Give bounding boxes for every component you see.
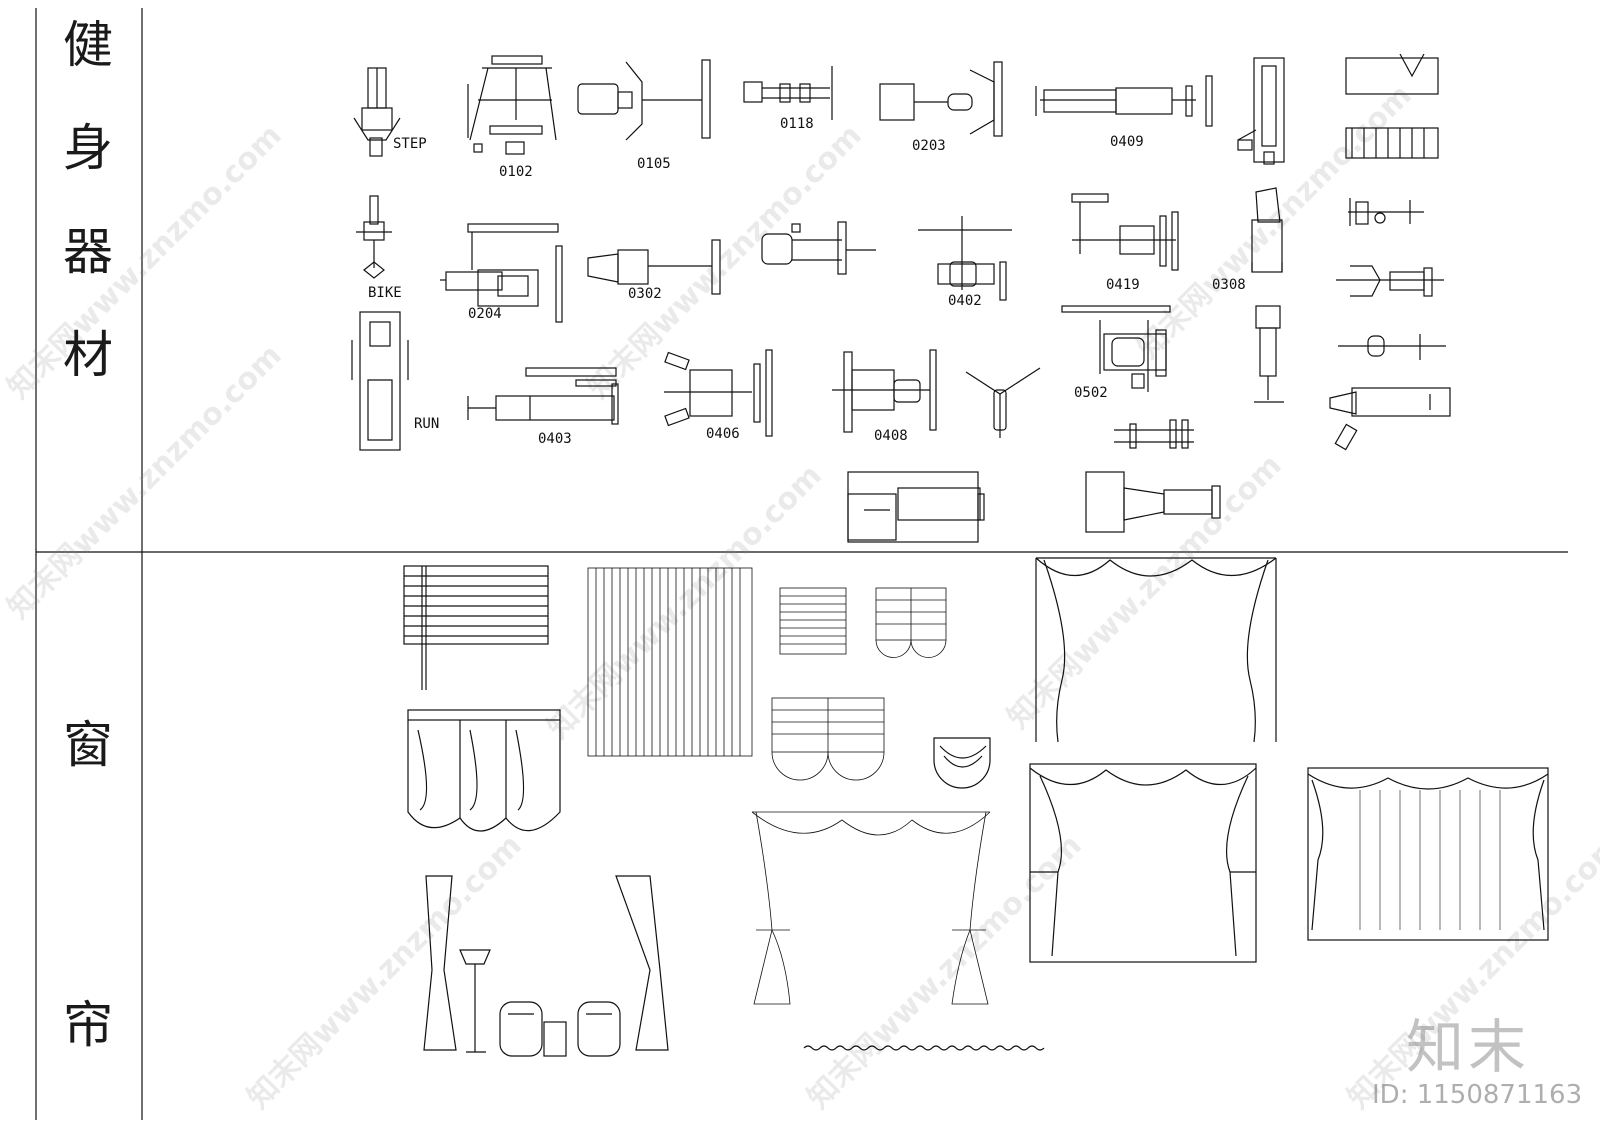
drapes-with-lounge-set bbox=[423, 875, 669, 1057]
swag-valance-small bbox=[933, 737, 991, 789]
svg-text:知末网www.znzmo.com: 知末网www.znzmo.com bbox=[241, 828, 529, 1116]
label-0102: 0102 bbox=[499, 164, 533, 180]
label-0204: 0204 bbox=[468, 306, 502, 322]
equipment-0409 bbox=[1035, 75, 1213, 127]
equipment-0102 bbox=[467, 55, 557, 155]
valance-with-vertical-blind bbox=[1307, 767, 1549, 941]
svg-text:知末网www.znzmo.com: 知末网www.znzmo.com bbox=[581, 118, 869, 406]
austrian-curtain bbox=[407, 709, 561, 832]
label-char: 材 bbox=[63, 325, 113, 384]
fitness-equipment: STEP 0102 0105 bbox=[351, 53, 1451, 543]
equipment-y-frame bbox=[965, 367, 1041, 438]
section-label-fitness: 健 身 器 材 bbox=[48, 20, 128, 380]
label-run: RUN bbox=[414, 416, 439, 432]
leg-press-plan bbox=[1085, 471, 1221, 533]
equipment-seat bbox=[761, 221, 876, 275]
bike-symbol bbox=[356, 195, 392, 279]
section-label-curtain: 窗 帘 bbox=[48, 720, 128, 1050]
label-0402: 0402 bbox=[948, 293, 982, 309]
label-0302: 0302 bbox=[628, 286, 662, 302]
bike-top-view bbox=[1348, 198, 1424, 226]
label-0308: 0308 bbox=[1212, 277, 1246, 293]
label-0408: 0408 bbox=[874, 428, 908, 444]
theatre-curtain-top bbox=[1035, 557, 1277, 743]
label-char: 窗 bbox=[63, 716, 113, 774]
recumbent-top-view bbox=[1329, 387, 1451, 451]
equipment-0302 bbox=[587, 239, 721, 295]
label-step: STEP bbox=[393, 136, 427, 152]
treadmill-top bbox=[1345, 53, 1439, 159]
curtains bbox=[403, 557, 1549, 1057]
label-char: 器 bbox=[63, 222, 113, 281]
equipment-0118 bbox=[743, 66, 833, 120]
stepper-symbol bbox=[353, 67, 401, 157]
equipment-0402 bbox=[918, 216, 1012, 301]
equipment-0408 bbox=[832, 349, 937, 433]
watermarks: 知末网www.znzmo.com 知末网www.znzmo.com 知末网www… bbox=[1, 78, 1600, 1116]
label-0105: 0105 bbox=[637, 156, 671, 172]
equipment-0203 bbox=[879, 61, 1003, 137]
equipment-0419 bbox=[1071, 193, 1179, 271]
label-0419: 0419 bbox=[1106, 277, 1140, 293]
vertical-blind bbox=[587, 567, 753, 757]
label-bike: BIKE bbox=[368, 285, 402, 301]
equipment-0105 bbox=[577, 59, 711, 141]
brand-watermark-logo: 知末 bbox=[1406, 1013, 1531, 1081]
fan-blind-pair-small bbox=[875, 587, 947, 658]
label-0502: 0502 bbox=[1074, 385, 1108, 401]
fan-blind-pair-medium bbox=[771, 697, 885, 781]
label-0403: 0403 bbox=[538, 431, 572, 447]
label-char: 帘 bbox=[63, 996, 113, 1054]
rower-top-view bbox=[1336, 265, 1444, 297]
label-0118: 0118 bbox=[780, 116, 814, 132]
equipment-tower bbox=[1237, 57, 1285, 165]
svg-text:知末网www.znzmo.com: 知末网www.znzmo.com bbox=[541, 458, 829, 746]
equipment-0308 bbox=[1251, 187, 1283, 273]
label-0406: 0406 bbox=[706, 426, 740, 442]
drawing-id-stamp: ID: 1150871163 bbox=[1372, 1080, 1583, 1110]
equipment-0406 bbox=[664, 349, 773, 437]
equipment-0403 bbox=[467, 367, 619, 425]
multigym-plan bbox=[847, 471, 985, 543]
bike-side-view bbox=[1338, 334, 1446, 360]
frame-lines bbox=[35, 8, 1568, 1120]
console-unit bbox=[1254, 305, 1284, 403]
barbell-rack bbox=[1114, 419, 1194, 449]
venetian-blind-small bbox=[779, 587, 847, 655]
label-char: 身 bbox=[63, 119, 113, 178]
svg-text:知末网www.znzmo.com: 知末网www.znzmo.com bbox=[801, 828, 1089, 1116]
theatre-curtain-middle bbox=[1029, 763, 1257, 963]
equipment-0204 bbox=[440, 223, 563, 323]
roman-blind bbox=[403, 565, 549, 690]
label-char: 健 bbox=[63, 16, 113, 74]
equipment-0502 bbox=[1061, 305, 1171, 392]
treadmill-side bbox=[351, 311, 409, 451]
label-0203: 0203 bbox=[912, 138, 946, 154]
label-0409: 0409 bbox=[1110, 134, 1144, 150]
wave-line bbox=[803, 1045, 1045, 1051]
sheer-drape-curtain bbox=[751, 811, 991, 1005]
